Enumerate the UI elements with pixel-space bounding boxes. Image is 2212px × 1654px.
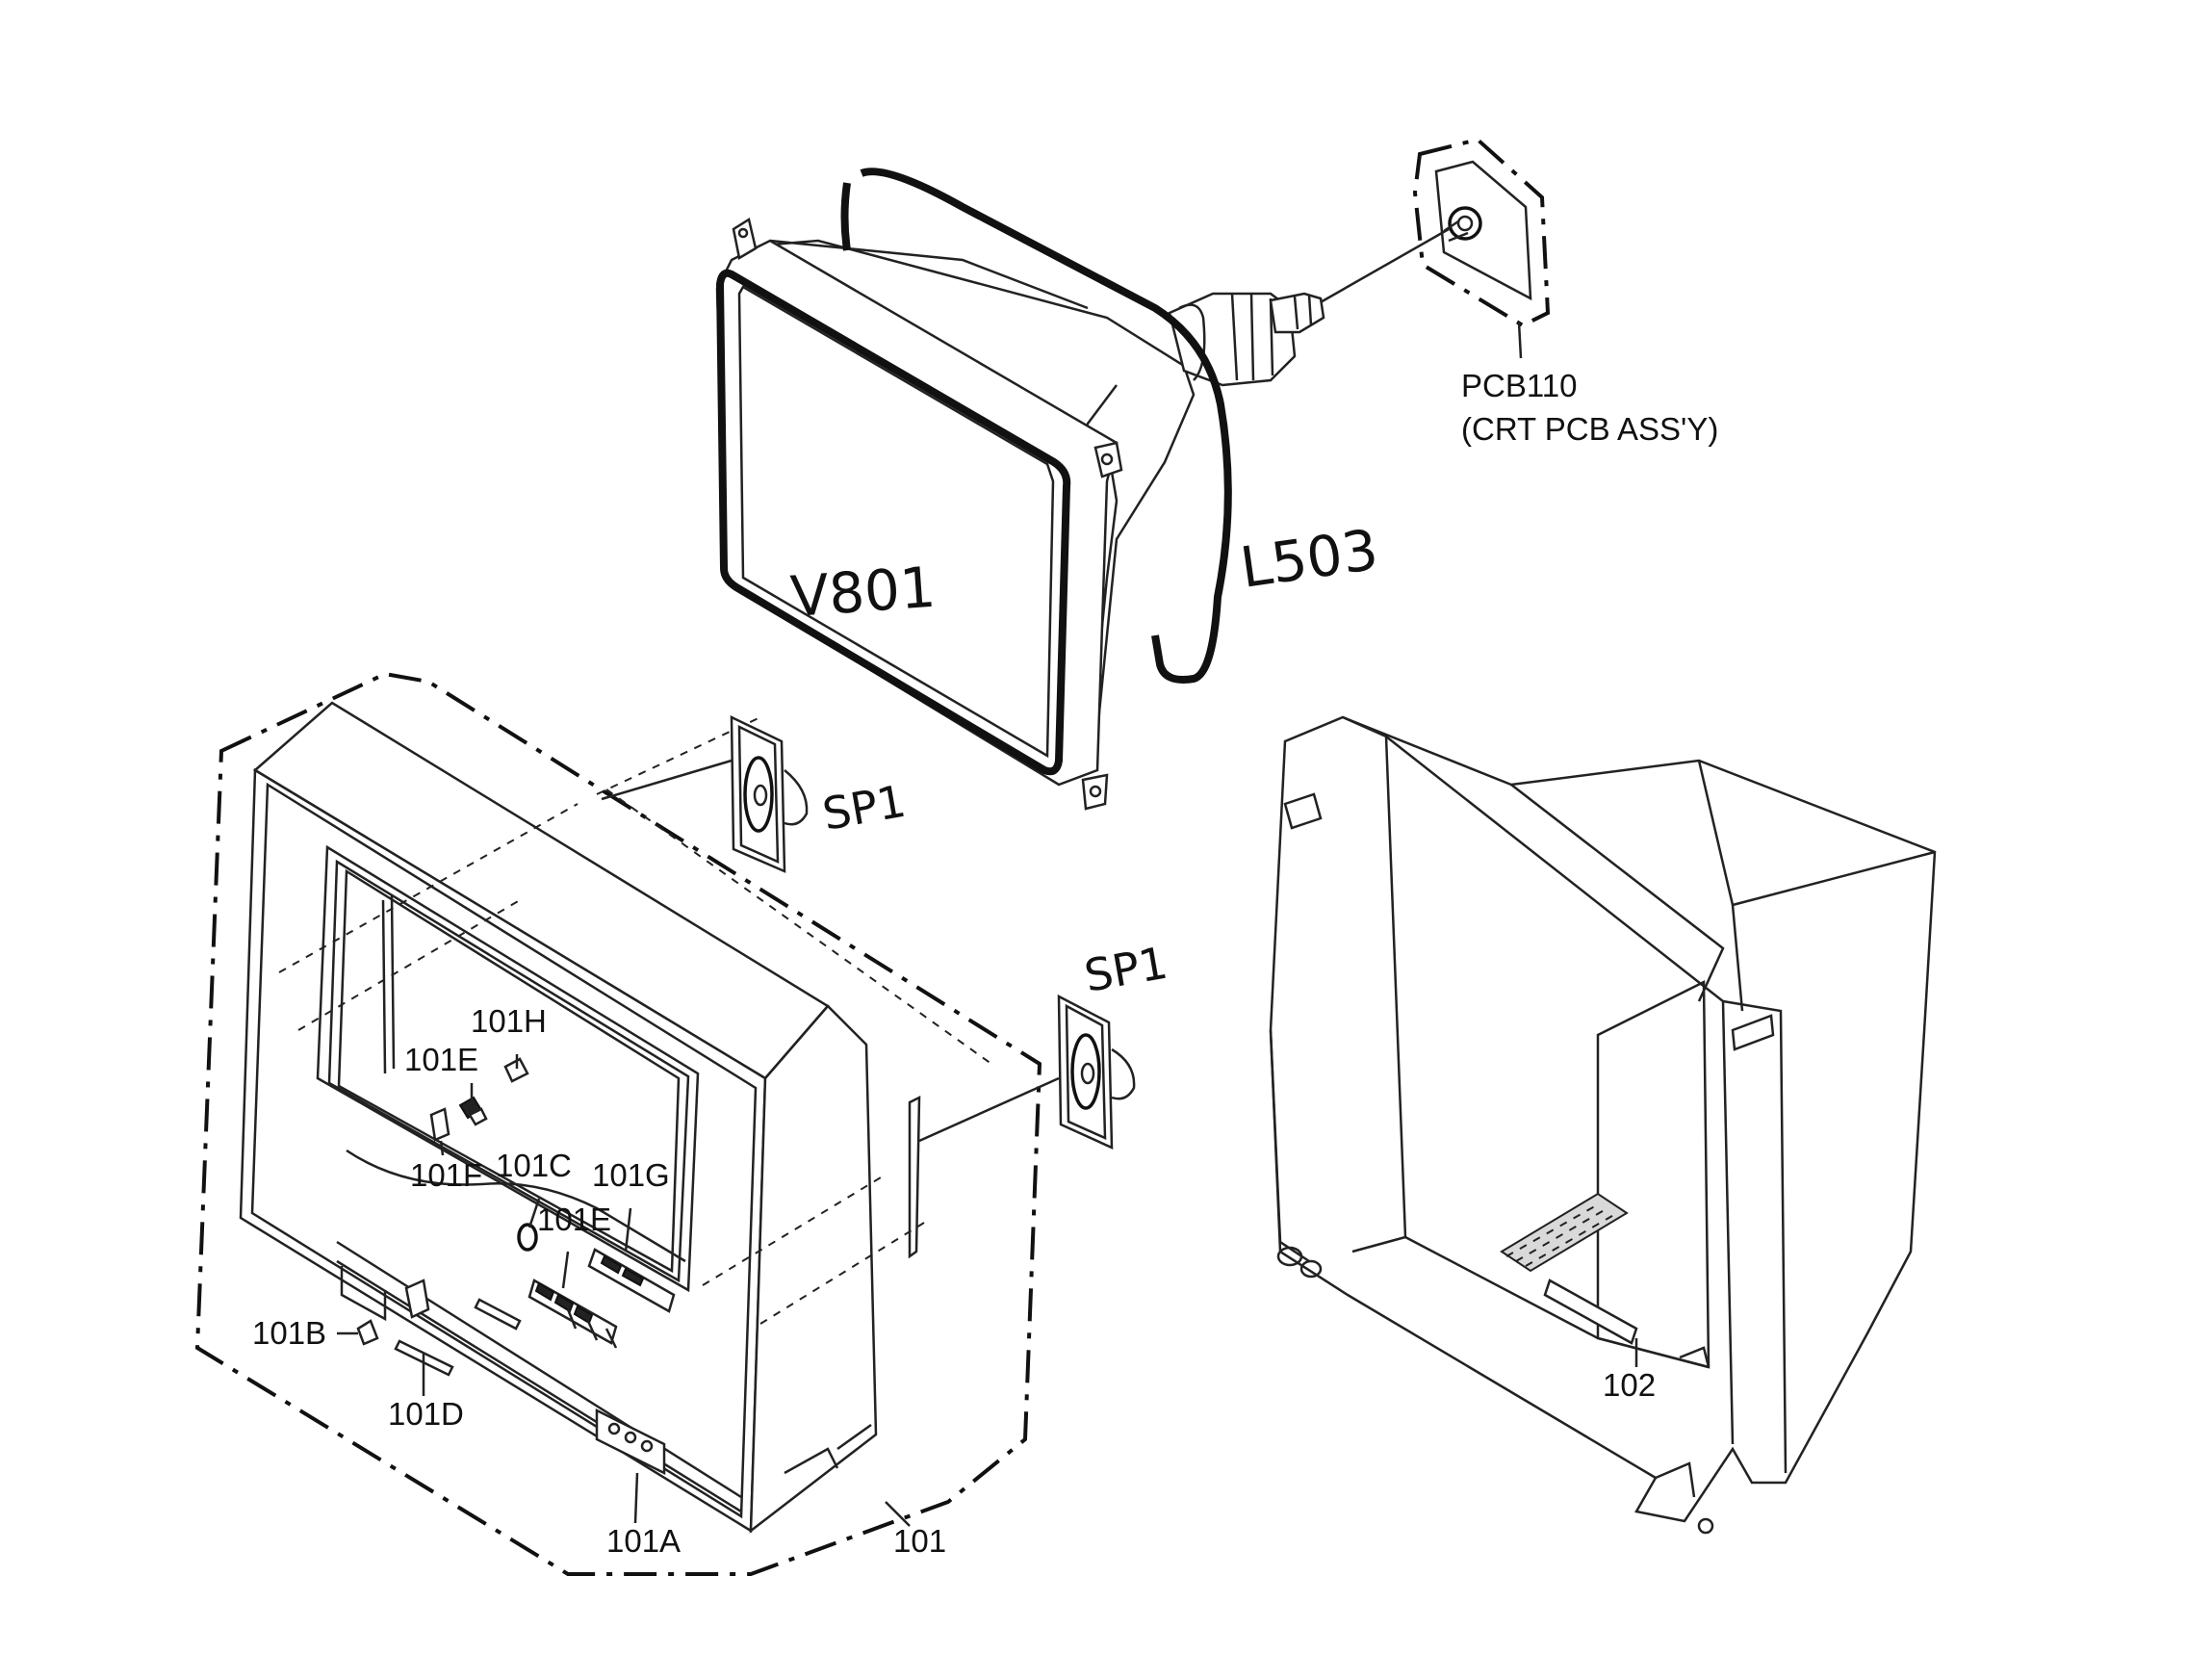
deflection-yoke-loop [860,168,1232,684]
crt-neck-link-line [1318,227,1450,305]
part-102-label: 102 [1603,1367,1656,1403]
crt-pcb-assembly [1412,137,1551,359]
front-cabinet-boundary [194,671,1042,1576]
speaker-upper [601,714,809,873]
v801-label: V801 [788,555,938,630]
part-101g-label: 101G [592,1157,670,1193]
part-101d-label: 101D [388,1396,464,1432]
pcb110-leader [1517,322,1523,359]
speaker-lower [918,994,1136,1150]
l503-label: L503 [1236,517,1381,601]
front-cabinet [194,671,1042,1576]
sp1-lower-label: SP1 [1081,937,1171,1002]
part-101b-label: 101B [252,1315,326,1351]
assembly-hidden-lines [278,716,992,1325]
part-101f-label: 101F [410,1157,482,1193]
part-101e-mid-label: 101E [537,1202,611,1237]
part-101h-label: 101H [471,1003,547,1039]
pcb110-label: PCB110 [1461,368,1577,403]
part-101e-top-label: 101E [404,1042,478,1077]
leader-lines [337,1054,911,1527]
pcb110-description: (CRT PCB ASS'Y) [1461,411,1718,447]
back-cover [1269,715,1937,1535]
sp1-upper-label: SP1 [819,775,910,840]
part-101a-label: 101A [606,1523,681,1559]
part-101c-label: 101C [496,1148,572,1183]
crt-picture-tube [715,218,1325,811]
part-101-label: 101 [893,1523,946,1559]
